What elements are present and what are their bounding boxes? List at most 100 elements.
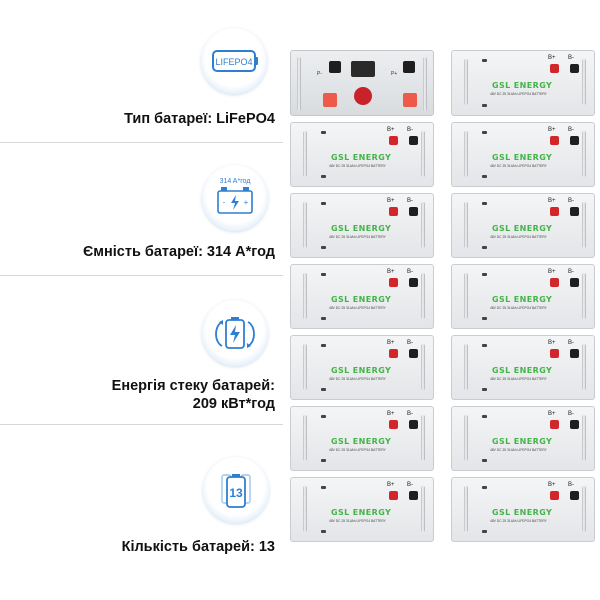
terminal-label-positive: B+ (548, 482, 556, 488)
terminal-label-negative: B- (407, 411, 413, 417)
status-led (321, 317, 326, 320)
module-subtitle: 48V DC 25 314Ah LIFEPO4 BATTERY (490, 92, 547, 96)
status-led (482, 388, 487, 391)
brand-logo: GSL ENERGY (492, 153, 553, 162)
terminal-label-positive: B+ (548, 55, 556, 61)
battery-module: GSL ENERGY 48V DC 25 314Ah LIFEPO4 BATTER… (451, 50, 595, 116)
battery-module: GSL ENERGY 48V DC 25 314Ah LIFEPO4 BATTER… (451, 122, 595, 187)
feature-label-stack-energy: Енергія стеку батарей: 209 кВт*год (111, 378, 275, 412)
terminal-negative-icon (570, 64, 579, 73)
rack-handle (421, 344, 425, 390)
feature-battery-capacity: 314 A*год - + Ємність батареї: 314 A*год (0, 143, 283, 275)
terminal-label-positive: B+ (387, 340, 395, 346)
rack-handle (582, 273, 586, 319)
terminal-label-positive: B+ (387, 411, 395, 417)
rack-handle (582, 344, 586, 390)
rack-handle (582, 486, 586, 532)
rack-handle (582, 415, 586, 461)
rack-handle (421, 415, 425, 461)
terminal-negative-icon (570, 207, 579, 216)
status-led (321, 388, 326, 391)
rack-handle (421, 273, 425, 319)
terminal-label-negative: B- (568, 198, 574, 204)
module-subtitle: 48V DC 25 314Ah LIFEPO4 BATTERY (329, 448, 386, 452)
rack-handle (421, 131, 425, 177)
terminal-negative-icon (570, 420, 579, 429)
controller-breaker-right (403, 93, 417, 107)
rack-handle (464, 202, 468, 248)
terminal-positive-icon (550, 349, 559, 358)
svg-text:+: + (244, 198, 249, 207)
terminal-label-positive: B+ (387, 127, 395, 133)
svg-text:13: 13 (229, 486, 243, 500)
rack-handle (303, 486, 307, 532)
status-led (482, 104, 487, 107)
status-led (482, 344, 487, 347)
terminal-positive-icon (550, 491, 559, 500)
terminal-label-positive: B+ (548, 198, 556, 204)
terminal-label-positive: B+ (548, 127, 556, 133)
terminal-positive-icon (389, 278, 398, 287)
terminal-negative-icon (409, 136, 418, 145)
terminal-negative-icon (409, 420, 418, 429)
status-led (321, 273, 326, 276)
terminal-negative-icon (409, 349, 418, 358)
brand-logo: GSL ENERGY (492, 437, 553, 446)
rack-handle (464, 59, 468, 105)
divider (0, 424, 283, 425)
status-led (321, 131, 326, 134)
brand-logo: GSL ENERGY (492, 81, 553, 90)
controller-terminal-positive (403, 61, 415, 73)
rack-handle (582, 202, 586, 248)
module-subtitle: 48V DC 25 314Ah LIFEPO4 BATTERY (490, 164, 547, 168)
terminal-negative-icon (570, 136, 579, 145)
feature-label-battery-type: Тип батареї: LiFePO4 (124, 111, 275, 127)
terminal-label-negative: B- (568, 340, 574, 346)
status-led (321, 246, 326, 249)
brand-logo: GSL ENERGY (492, 366, 553, 375)
terminal-label-negative: B- (568, 127, 574, 133)
status-led (321, 202, 326, 205)
module-subtitle: 48V DC 25 314Ah LIFEPO4 BATTERY (329, 306, 386, 310)
status-led (482, 317, 487, 320)
status-led (321, 530, 326, 533)
controller-display (351, 61, 375, 77)
brand-logo: GSL ENERGY (492, 224, 553, 233)
brand-logo: GSL ENERGY (331, 153, 392, 162)
status-led (482, 131, 487, 134)
svg-text:314 A*год: 314 A*год (220, 178, 251, 185)
module-subtitle: 48V DC 25 314Ah LIFEPO4 BATTERY (490, 519, 547, 523)
terminal-positive-icon (550, 64, 559, 73)
terminal-label-negative: B- (407, 482, 413, 488)
terminal-label-negative: B- (568, 411, 574, 417)
divider (0, 275, 283, 276)
status-led (482, 273, 487, 276)
terminal-positive-icon (389, 207, 398, 216)
status-led (482, 175, 487, 178)
terminal-negative-icon (409, 278, 418, 287)
controller-terminal-negative (329, 61, 341, 73)
module-subtitle: 48V DC 25 314Ah LIFEPO4 BATTERY (329, 164, 386, 168)
feature-stack-energy: Енергія стеку батарей: 209 кВт*год (0, 276, 283, 424)
status-led (321, 459, 326, 462)
terminal-label-negative: B- (407, 127, 413, 133)
status-led (482, 59, 487, 62)
controller-breaker-left (323, 93, 337, 107)
module-subtitle: 48V DC 25 314Ah LIFEPO4 BATTERY (490, 235, 547, 239)
brand-logo: GSL ENERGY (331, 366, 392, 375)
rack-handle (464, 273, 468, 319)
terminal-negative-icon (570, 491, 579, 500)
divider (0, 142, 283, 143)
terminal-positive-icon (550, 207, 559, 216)
terminal-positive-icon (389, 420, 398, 429)
status-led (482, 246, 487, 249)
terminal-label-negative: B- (568, 269, 574, 275)
status-led (482, 486, 487, 489)
terminal-label-positive: B+ (387, 482, 395, 488)
module-subtitle: 48V DC 25 314Ah LIFEPO4 BATTERY (490, 306, 547, 310)
